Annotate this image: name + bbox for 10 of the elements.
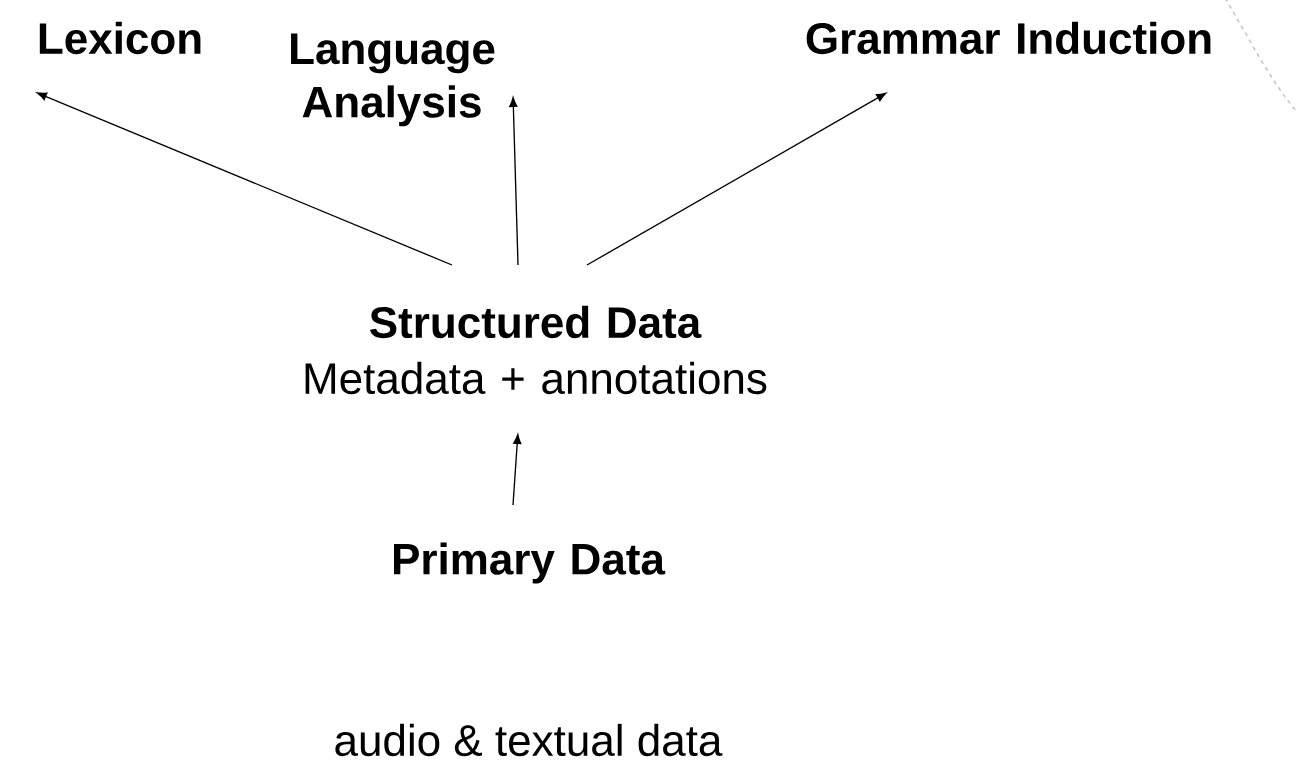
- node-label: Primary Data: [394, 542, 666, 584]
- node-label: Lexicon: [39, 21, 201, 55]
- node-label: Grammar Induction: [806, 21, 1211, 55]
- arrow: [586, 92, 887, 266]
- node-label: Language Analysis: [291, 33, 495, 127]
- arrow: [509, 97, 519, 266]
- arrow: [512, 434, 522, 506]
- arrow: [36, 92, 453, 266]
- node-label: Structured Data Metadata + annotations: [305, 305, 767, 395]
- caption-text: audio & textual data: [335, 723, 723, 757]
